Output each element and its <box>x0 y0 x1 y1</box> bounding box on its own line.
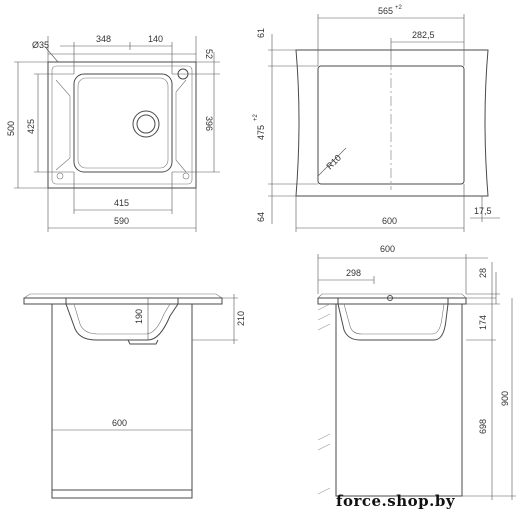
dim-drain-dia: Ø35 <box>32 40 49 50</box>
sink-section-side <box>337 298 449 341</box>
tap-hole-side <box>387 295 393 301</box>
dim-348: 348 <box>96 34 111 44</box>
dim-298: 298 <box>346 268 361 278</box>
dim-282: 282,5 <box>412 30 435 40</box>
top-view: Ø35 348 140 52 500 425 396 415 590 <box>6 34 220 232</box>
countertop-front <box>23 297 223 305</box>
dim-396: 396 <box>204 116 214 131</box>
dim-lines-side <box>317 254 516 500</box>
bowl-inner <box>77 77 169 169</box>
dim-475: 475 <box>256 125 266 140</box>
countertop-outline <box>295 49 489 197</box>
dim-600-front: 600 <box>112 418 127 428</box>
dim-415: 415 <box>114 198 129 208</box>
wall-hatch <box>317 303 331 495</box>
dim-lines-front <box>52 294 238 431</box>
dim-565-tol: +2 <box>395 5 403 11</box>
dim-590: 590 <box>114 216 129 226</box>
dim-190: 190 <box>134 309 144 324</box>
drainboard-rim-right <box>175 79 187 173</box>
dim-140: 140 <box>148 34 163 44</box>
sink-section-side-inner <box>343 303 445 335</box>
dim-425: 425 <box>26 119 36 134</box>
overflow-hole-right <box>182 172 190 180</box>
sink-outline <box>47 61 197 189</box>
front-view: 190 210 600 <box>23 293 246 499</box>
dim-lines-top <box>14 36 220 232</box>
bowl-outline <box>73 73 173 173</box>
side-view: 600 298 28 174 900 698 <box>317 244 516 500</box>
dim-600-cutout: 600 <box>382 216 397 226</box>
dim-698: 698 <box>478 419 488 434</box>
dim-210: 210 <box>236 311 246 326</box>
sink-section-inner <box>73 303 171 335</box>
dim-52: 52 <box>204 49 214 59</box>
drain-front <box>127 339 159 345</box>
countertop-edge-front <box>23 293 223 299</box>
cabinet-side <box>335 304 463 497</box>
dim-600-side: 600 <box>380 244 395 254</box>
countertop-edge-side <box>317 293 467 299</box>
dim-17: 17,5 <box>474 206 492 216</box>
dim-lines-cutout <box>268 14 500 232</box>
sink-section-front <box>65 298 179 341</box>
overflow-hole-left <box>56 172 64 180</box>
cabinet-base <box>52 489 192 499</box>
dim-64: 64 <box>256 212 266 222</box>
watermark: force.shop.by <box>336 492 456 510</box>
drain-outer <box>132 110 160 138</box>
dim-radius: R10 <box>324 153 343 172</box>
dim-61: 61 <box>256 28 266 38</box>
dim-174: 174 <box>478 315 488 330</box>
dim-500: 500 <box>6 121 16 136</box>
cabinet-front <box>51 304 193 499</box>
sink-inner-rim <box>51 65 193 185</box>
drainboard-rim <box>55 79 71 171</box>
dim-900: 900 <box>500 391 510 406</box>
drain-inner <box>136 114 156 134</box>
dim-475-tol: +2 <box>253 113 259 121</box>
dim-28: 28 <box>478 268 488 278</box>
cutout-view: 565 +2 282,5 61 475 +2 R10 64 600 17,5 <box>253 5 500 232</box>
dim-565: 565 <box>378 6 393 16</box>
